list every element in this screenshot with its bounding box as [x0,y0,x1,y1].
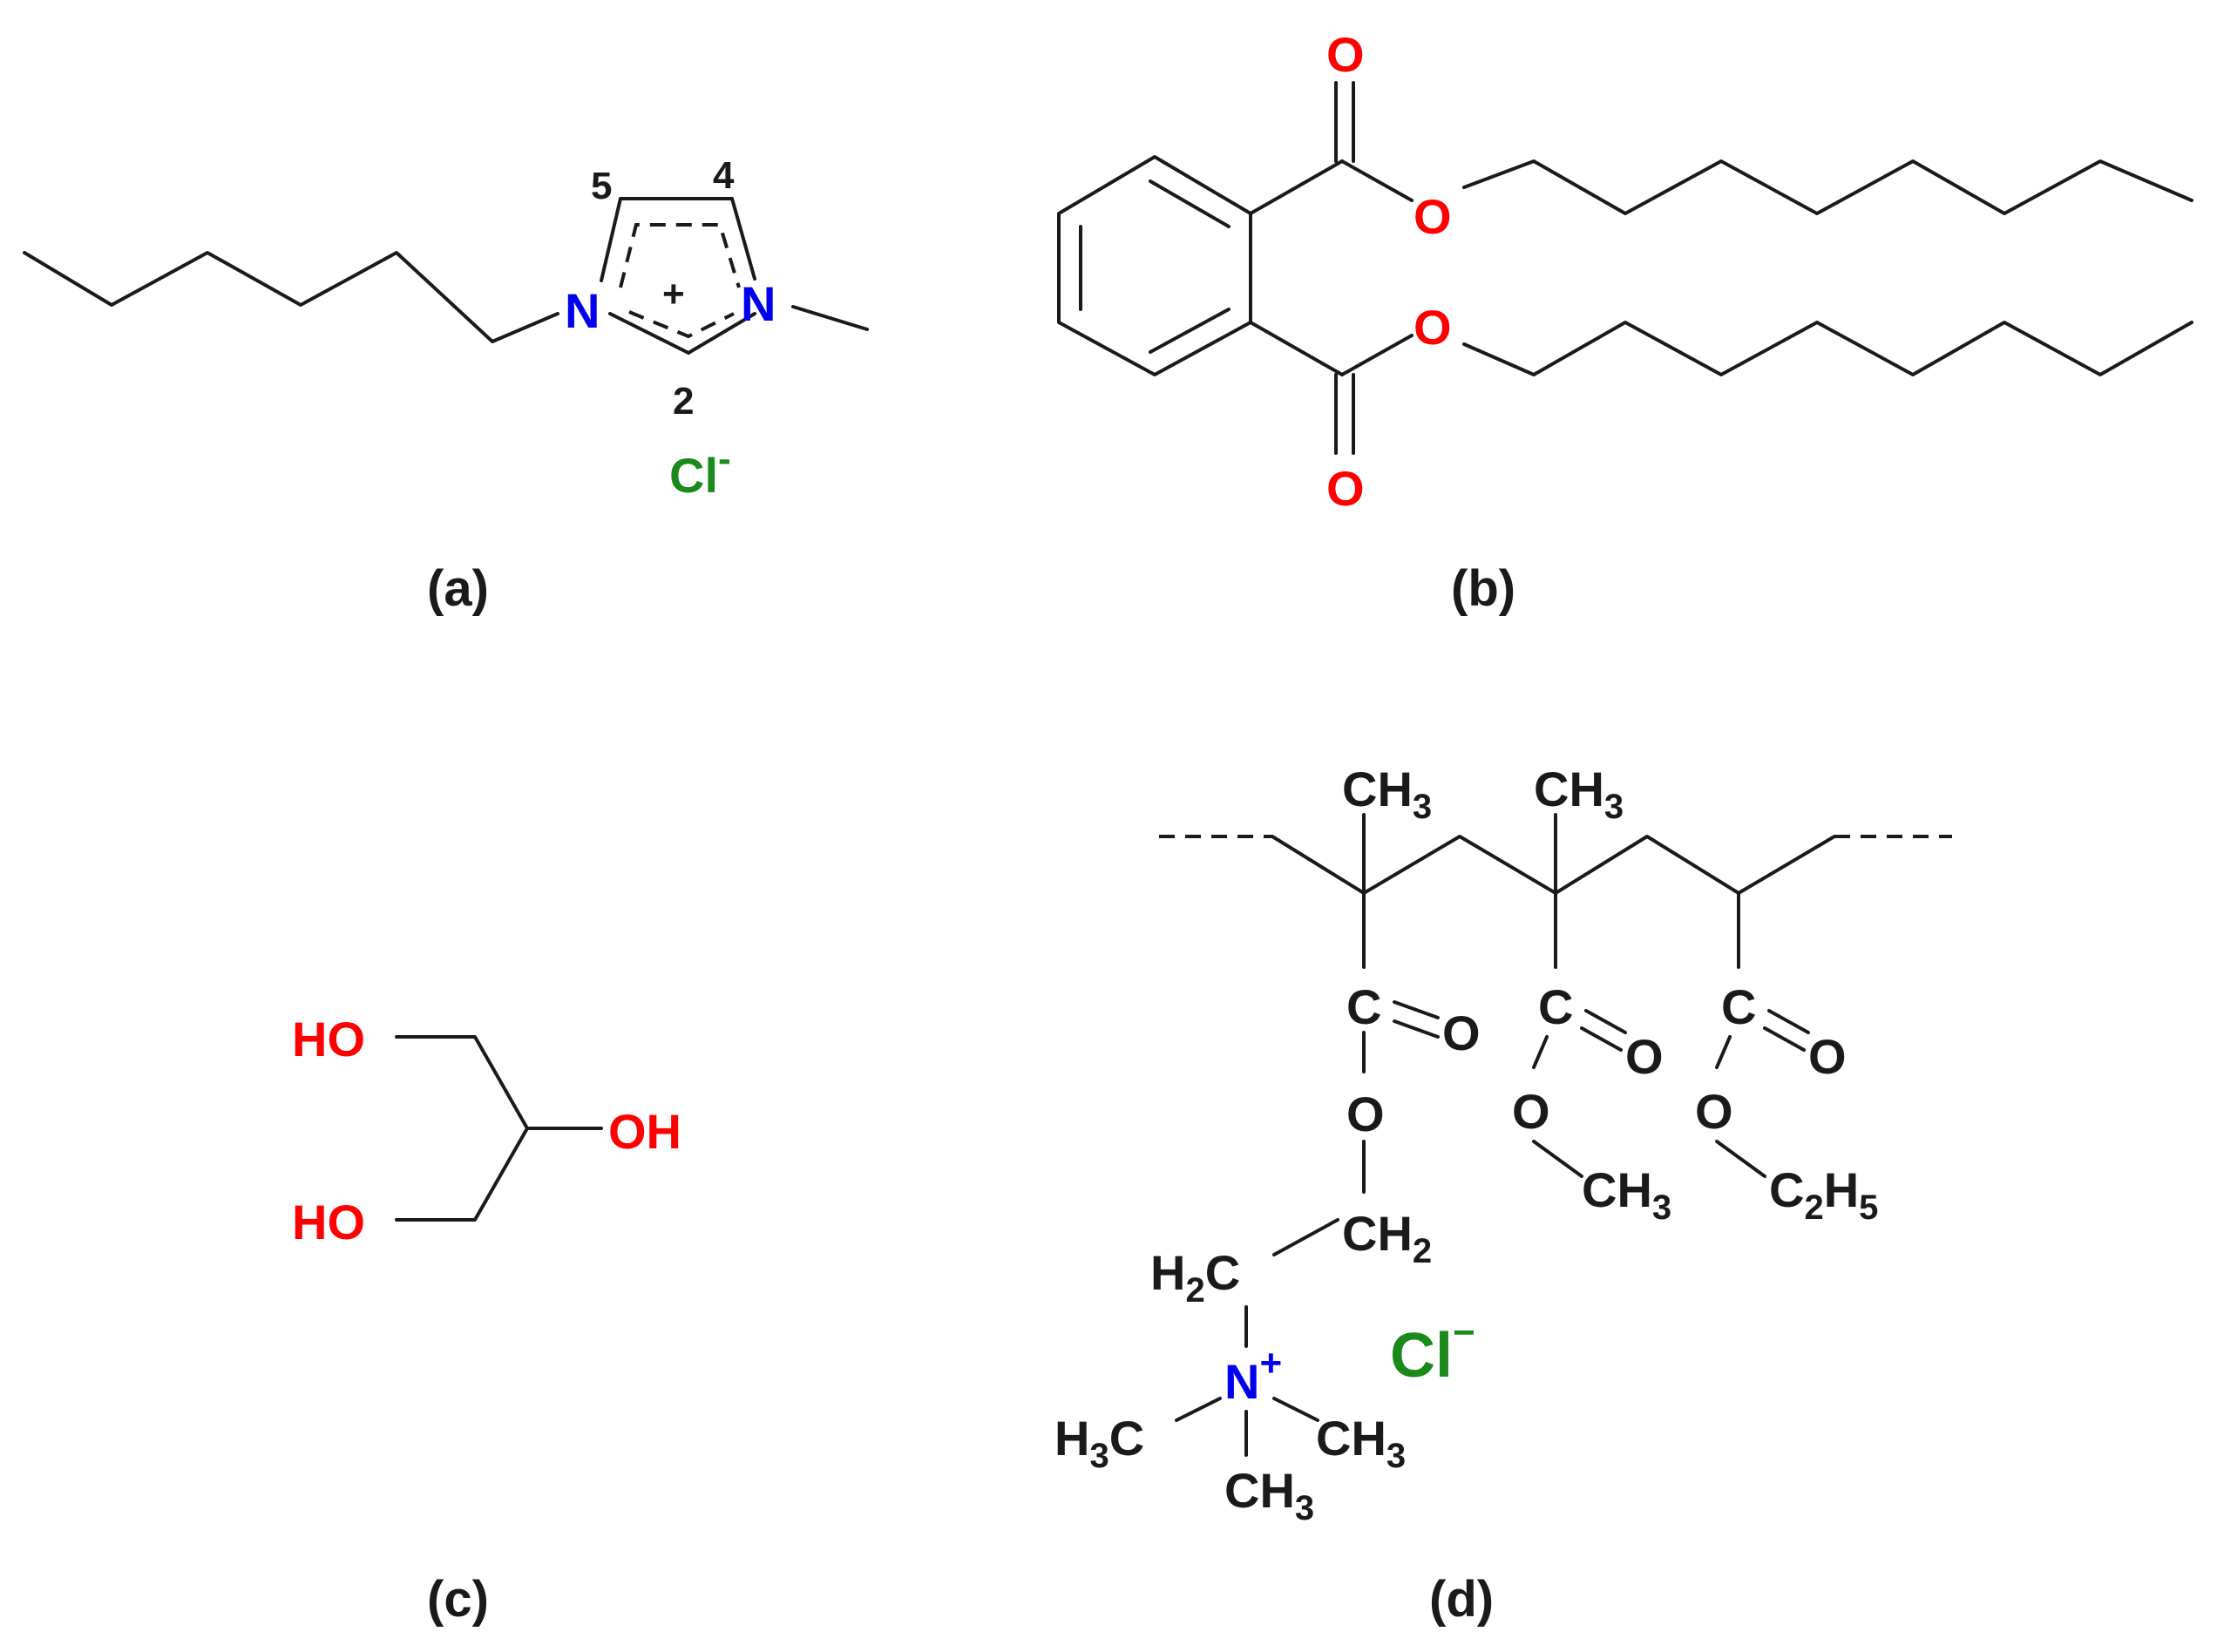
chloride-anion: Cl- [669,437,731,503]
methyl-2: CH3 [1534,762,1624,826]
carbonyl-2-a [1584,1009,1627,1034]
ring-bond-n3-c2 [687,312,756,355]
carbonyl-1-a [1393,1000,1440,1019]
caption-a: (a) [427,560,489,617]
atom-n3: N [741,276,776,331]
ring-bond-c2-n1 [608,312,690,355]
methoxy-methyl: CH3 [1582,1162,1671,1227]
carbonyl-3-a [1767,1009,1810,1034]
delocalized-charge-dashes-bottom [628,310,735,339]
atom-o-carbonyl-top: O [1326,27,1365,82]
panel-a: N N + 5 4 2 Cl- (a) [23,154,869,617]
panel-d: CH3 CH3 C O O C O O C O O CH3 C2H5 CH2 H… [1054,762,1952,1628]
atom-ho-bottom: HO [292,1195,365,1249]
carbonyl-2-b [1580,1026,1623,1052]
octyl-chain-bottom [1462,321,2193,376]
carbonyl-oxygen-3: O [1808,1029,1847,1084]
methyl-1: CH3 [1342,762,1432,826]
ester-oxygen-1: O [1346,1087,1385,1141]
position-4-label: 4 [713,154,735,197]
methylene-bottom: H2C [1150,1245,1240,1310]
benzene-double-1 [1149,179,1231,228]
carbonyl-oxygen-1: O [1442,1005,1481,1060]
ester-carbon-3: C [1721,979,1756,1034]
chloride-anion-d: Cl− [1390,1311,1475,1391]
atom-o-ester-top: O [1414,189,1452,244]
atom-oh-middle: OH [608,1104,681,1159]
quaternary-nitrogen: N+ [1224,1342,1282,1409]
caption-c: (c) [427,1571,489,1628]
atom-o-ester-bottom: O [1414,300,1452,355]
n-methyl-left-bond [1175,1397,1222,1422]
glycerol-backbone-top [395,1035,603,1130]
octyl-chain-top [1462,159,2193,215]
carbonyl-3-b [1763,1026,1806,1052]
atom-ho-top: HO [292,1012,365,1066]
ester-bond-2 [1532,1035,1549,1069]
ch2-ch2-bond [1272,1218,1339,1256]
caption-d: (d) [1429,1571,1494,1628]
benzene-ring [1057,155,1252,376]
benzene-double-2 [1149,308,1231,354]
methylene-top: CH2 [1342,1206,1432,1270]
carbonyl-1-b [1393,1019,1440,1039]
o-ch3-bond [1532,1140,1583,1178]
ring-to-carbonyl-bottom [1249,321,1344,376]
hexyl-chain [23,251,559,343]
position-5-label: 5 [591,165,612,207]
ester-oxygen-2: O [1512,1084,1550,1139]
n-methyl-left: H3C [1054,1411,1144,1475]
panel-c: HO OH HO (c) [292,1012,681,1628]
n-methyl-right-bond [1272,1397,1319,1422]
ring-bond-c4-n3 [730,197,756,281]
ester-carbon-2: C [1538,979,1573,1034]
caption-b: (b) [1451,560,1515,617]
n-methyl-bottom: CH3 [1224,1463,1314,1527]
position-2-label: 2 [673,380,694,423]
n-methyl-right: CH3 [1316,1411,1406,1475]
ester-bottom-c-o [1340,334,1414,376]
o-c2h5-bond [1715,1140,1766,1178]
ring-bond-n1-c5 [600,197,622,282]
carbonyl-oxygen-2: O [1625,1029,1664,1084]
ester-carbon-1: C [1346,979,1381,1034]
panel-b: O O O O (b) [1057,27,2193,617]
backbone-chain [1271,835,1836,895]
positive-charge: + [662,273,685,315]
n-methyl-bond [791,305,869,331]
ethyl-group: C2H5 [1769,1162,1878,1227]
atom-n1: N [565,283,600,338]
glycerol-backbone-bottom [395,1127,529,1222]
atom-o-carbonyl-bottom: O [1326,461,1365,516]
ester-bond-3 [1715,1035,1732,1069]
ester-oxygen-3: O [1695,1084,1733,1139]
ester-top-c-o [1340,159,1414,202]
ring-to-carbonyl-top [1249,159,1344,215]
delocalized-charge-dashes [619,223,741,288]
